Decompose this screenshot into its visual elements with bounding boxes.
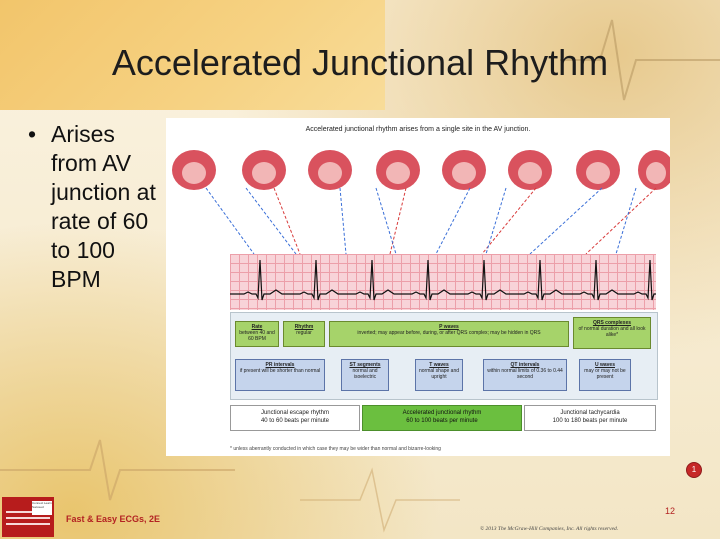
book-title: Fast & Easy ECGs, 2E — [66, 514, 161, 524]
ecg-figure: Accelerated junctional rhythm arises fro… — [166, 118, 670, 456]
heart-icon — [576, 150, 620, 190]
heart-icon — [638, 150, 670, 190]
page-number: 12 — [665, 506, 676, 516]
bullet-marker: • — [28, 121, 37, 147]
copyright-notice: © 2013 The McGraw-Hill Companies, Inc. A… — [480, 526, 619, 532]
heart-icon — [376, 150, 420, 190]
slide-nav-button[interactable]: 1 — [686, 462, 702, 478]
logo-tagline: Connect Learn Succeed — [32, 501, 52, 515]
ecg-strip — [230, 254, 656, 310]
heart-icon — [442, 150, 486, 190]
conduction-lines — [205, 187, 657, 255]
heart-icon — [242, 150, 286, 190]
title-band — [0, 0, 385, 110]
heart-icon — [172, 150, 216, 190]
ecg-waveform — [230, 259, 656, 301]
mcgraw-hill-logo: Connect Learn Succeed — [2, 497, 54, 537]
slide-title: Accelerated Junctional Rhythm — [111, 42, 609, 83]
hearts-illustration — [172, 150, 670, 255]
heart-icon — [308, 150, 352, 190]
bullet-text: Arises from AV junction at rate of 60 to… — [51, 121, 156, 292]
heart-icon — [508, 150, 552, 190]
figure-footnote: * unless aberrantly conducted in which c… — [230, 446, 441, 452]
figure-caption: Accelerated junctional rhythm arises fro… — [305, 126, 531, 133]
